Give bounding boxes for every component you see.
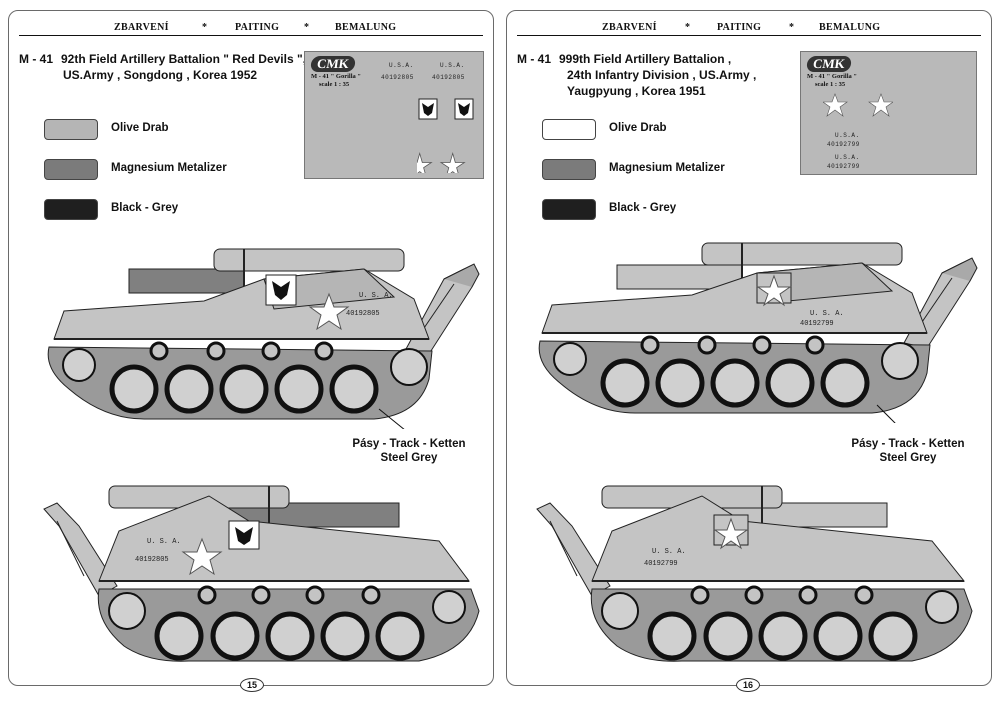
vehicle-code: M - 41 — [19, 52, 54, 66]
tank-side-view-right: U. S. A. 40192805 — [47, 248, 480, 429]
decal-usa: U.S.A. — [440, 62, 465, 69]
return-rollers — [149, 341, 334, 361]
header-separator: * — [685, 22, 691, 33]
tank-hull — [541, 262, 928, 334]
hull-usa-text: U. S. A. — [147, 538, 181, 546]
header-bemalung: BEMALUNG — [335, 22, 397, 33]
color-label: Black - Grey — [609, 202, 677, 214]
title-line: 92th Field Artillery Battalion " Red Dev… — [61, 52, 306, 66]
color-label: Magnesium Metalizer — [111, 162, 227, 174]
page-15: ZBARVENÍ * PAITING * BEMALUNG M - 41 92t… — [8, 10, 494, 692]
tank-rear-spade — [536, 502, 611, 597]
road-wheels — [108, 590, 466, 661]
tank-hull — [98, 495, 470, 582]
header-separator: * — [304, 22, 310, 33]
page-header: ZBARVENÍ * PAITING * BEMALUNG — [517, 21, 981, 36]
decal-insignia-and-stars — [417, 98, 474, 173]
decal-serial: 40192799 — [827, 163, 860, 170]
hull-serial-text: 40192799 — [644, 560, 678, 568]
page-number: 15 — [240, 678, 264, 692]
decal-sheet: CMK M - 41 " Gorilla " scale 1 : 35 U.S.… — [800, 51, 977, 175]
decal-usa: U.S.A. — [835, 154, 860, 161]
decal-usa: U.S.A. — [835, 132, 860, 139]
red-devil-insignia-icon — [418, 98, 474, 120]
hull-usa-text: U. S. A. — [359, 292, 393, 300]
cmk-logo: CMK M - 41 " Gorilla " scale 1 : 35 — [309, 56, 362, 88]
title-line: 24th Infantry Division , US.Army , — [567, 68, 757, 82]
track-color-label: Pásy - Track - Ketten Steel Grey — [851, 438, 965, 464]
hull-serial-text: 40192799 — [800, 320, 834, 328]
return-rollers — [690, 585, 874, 605]
header-separator: * — [789, 22, 795, 33]
tank-rear-spade — [43, 502, 118, 597]
header-zbarveni: ZBARVENÍ — [114, 22, 169, 33]
white-star-icon — [756, 274, 792, 307]
color-label: Magnesium Metalizer — [609, 162, 725, 174]
page-header: ZBARVENÍ * PAITING * BEMALUNG — [19, 21, 483, 36]
page-number: 16 — [736, 678, 760, 692]
header-paiting: PAITING — [717, 22, 762, 33]
white-star-icon — [713, 517, 749, 550]
header-zbarveni: ZBARVENÍ — [602, 22, 657, 33]
hull-usa-text: U. S. A. — [810, 310, 844, 318]
header-bemalung: BEMALUNG — [819, 22, 881, 33]
road-wheels — [62, 348, 428, 414]
color-label: Olive Drab — [609, 122, 667, 134]
title-line: US.Army , Songdong , Korea 1952 — [63, 68, 258, 82]
page-16: ZBARVENÍ * PAITING * BEMALUNG M - 41 999… — [506, 10, 992, 692]
header-paiting: PAITING — [235, 22, 280, 33]
road-wheels — [601, 590, 959, 661]
decal-serial: 40192805 — [432, 74, 465, 81]
return-rollers — [197, 585, 381, 605]
color-label: Olive Drab — [111, 122, 169, 134]
white-star-icon — [181, 537, 223, 576]
tank-side-view-left: U. S. A. 40192799 — [536, 485, 973, 662]
decal-serial: 40192805 — [381, 74, 414, 81]
decal-stars — [823, 93, 893, 117]
return-rollers — [640, 335, 825, 355]
swatch-olive-drab — [542, 119, 596, 140]
header-separator: * — [202, 22, 208, 33]
swatch-black-grey — [44, 199, 98, 220]
hull-serial-text: 40192805 — [135, 556, 169, 564]
road-wheels — [553, 342, 919, 408]
decal-serial: 40192799 — [827, 141, 860, 148]
white-star-icon — [823, 93, 893, 117]
swatch-black-grey — [542, 199, 596, 220]
swatch-magnesium — [542, 159, 596, 180]
white-star-icon — [308, 292, 350, 331]
swatch-olive-drab — [44, 119, 98, 140]
decal-usa: U.S.A. — [389, 62, 414, 69]
title-line: 999th Field Artillery Battalion , — [559, 52, 732, 66]
hull-serial-text: 40192805 — [346, 310, 380, 318]
color-label: Black - Grey — [111, 202, 179, 214]
vehicle-code: M - 41 — [517, 52, 552, 66]
title-line: Yaugpyung , Korea 1951 — [567, 84, 706, 98]
white-star-icon — [417, 151, 466, 173]
swatch-magnesium — [44, 159, 98, 180]
tank-side-view-left: U. S. A. 40192805 — [43, 485, 480, 662]
howitzer-barrel — [601, 485, 888, 531]
track-color-label: Pásy - Track - Ketten Steel Grey — [352, 438, 466, 464]
hull-usa-text: U. S. A. — [652, 548, 686, 556]
tank-side-view-right: U. S. A. 40192799 — [538, 242, 978, 423]
cmk-logo: CMK M - 41 " Gorilla " scale 1 : 35 — [805, 56, 858, 88]
decal-sheet: CMK M - 41 " Gorilla " scale 1 : 35 U.S.… — [304, 51, 484, 179]
